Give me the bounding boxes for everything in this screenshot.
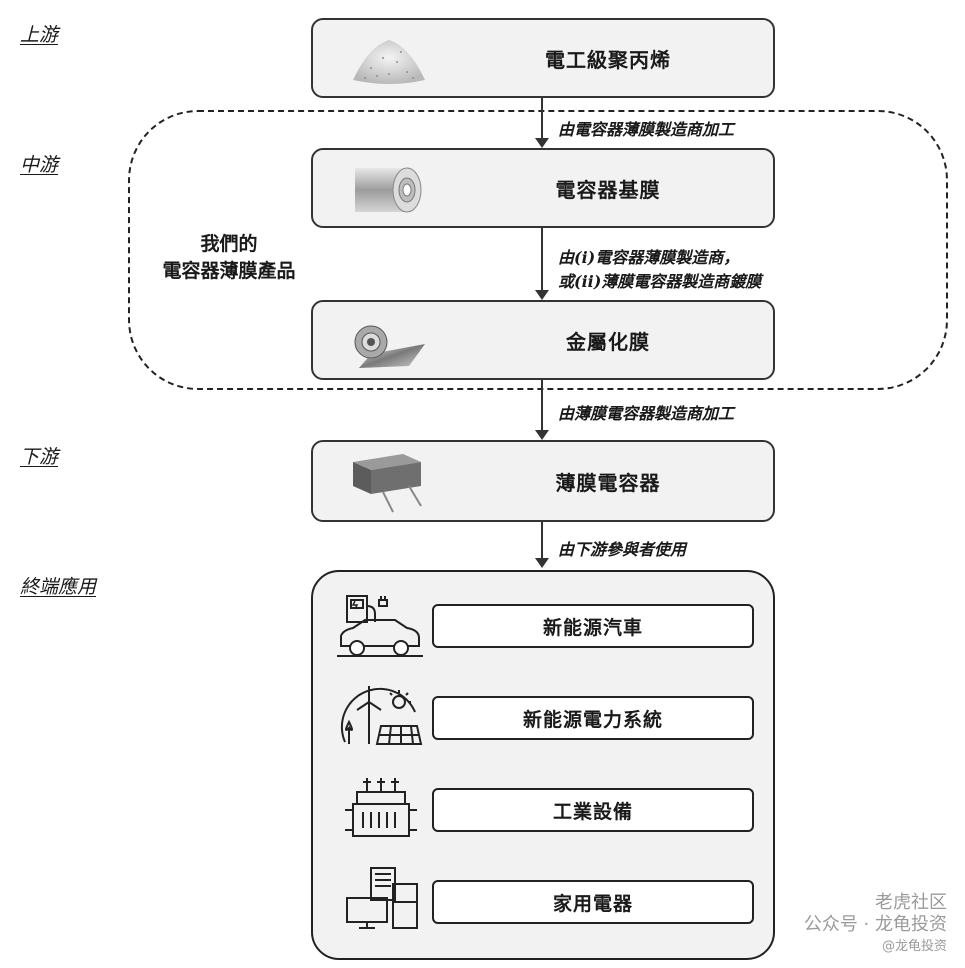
process-label-4: 由下游參與者使用 bbox=[558, 540, 687, 559]
watermark-account: 公众号 · 龙龟投资 bbox=[803, 914, 947, 935]
box-film-capacitor: 薄膜電容器 bbox=[311, 440, 775, 522]
watermark-handle: @龙龟投资 bbox=[881, 939, 947, 954]
end-use-item-industrial: 工業設備 bbox=[432, 788, 754, 832]
our-products-line1: 我們的 bbox=[200, 233, 258, 255]
our-products-label: 我們的 電容器薄膜產品 bbox=[144, 231, 314, 285]
process-label-1: 由電容器薄膜製造商加工 bbox=[558, 120, 735, 139]
metal-foil-roll-icon bbox=[354, 325, 425, 368]
box-metallized-film: 金屬化膜 bbox=[311, 300, 775, 380]
stage-label-downstream: 下游 bbox=[20, 446, 59, 468]
end-use-item-home-appliances: 家用電器 bbox=[432, 880, 754, 924]
arrow-1 bbox=[535, 98, 549, 148]
our-products-group-outline bbox=[128, 110, 948, 390]
arrow-3 bbox=[535, 380, 549, 440]
end-use-item-ev: 新能源汽車 bbox=[432, 604, 754, 648]
process-label-2: 由(i)電容器薄膜製造商， 或(ii)薄膜電容器製造商鍍膜 bbox=[558, 246, 761, 294]
end-use-item-renewable-power: 新能源電力系統 bbox=[432, 696, 754, 740]
box-polypropylene: 電工級聚丙烯 bbox=[311, 18, 775, 98]
process-label-2-line1: 由(i)電容器薄膜製造商， bbox=[558, 248, 740, 267]
capacitor-icon bbox=[353, 454, 422, 513]
watermark-brand: 老虎社区 bbox=[875, 892, 947, 913]
film-roll-icon bbox=[355, 167, 422, 213]
watermark: 老虎社区 公众号 · 龙龟投资 @龙龟投资 bbox=[804, 892, 947, 958]
powder-pile-icon bbox=[353, 40, 425, 84]
box-label-polypropylene: 電工級聚丙烯 bbox=[545, 47, 671, 72]
stage-label-upstream: 上游 bbox=[20, 24, 59, 46]
process-label-2-line2: 或(ii)薄膜電容器製造商鍍膜 bbox=[558, 272, 762, 291]
arrow-4 bbox=[535, 522, 549, 568]
home-appliances-icon bbox=[346, 867, 418, 929]
wind-solar-power-icon bbox=[340, 686, 423, 745]
process-label-3: 由薄膜電容器製造商加工 bbox=[558, 404, 735, 423]
box-base-film: 電容器基膜 bbox=[311, 148, 775, 228]
box-label-film-capacitor: 薄膜電容器 bbox=[555, 470, 661, 495]
electric-car-charger-icon bbox=[337, 595, 423, 657]
arrow-2 bbox=[535, 228, 549, 300]
industrial-transformer-icon bbox=[345, 778, 417, 837]
stage-label-midstream: 中游 bbox=[20, 154, 59, 176]
our-products-line2: 電容器薄膜產品 bbox=[162, 260, 296, 282]
stage-label-end-use: 終端應用 bbox=[20, 576, 97, 598]
box-label-metallized-film: 金屬化膜 bbox=[566, 329, 650, 354]
box-label-base-film: 電容器基膜 bbox=[555, 177, 661, 202]
